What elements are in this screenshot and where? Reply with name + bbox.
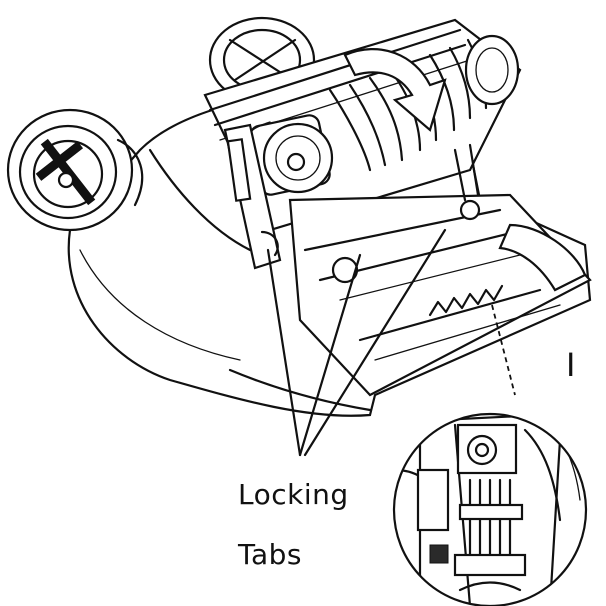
left-bracket: [223, 123, 282, 270]
locking-label: Locking: [238, 478, 349, 511]
motor-pulley: [239, 114, 334, 196]
base-plate: [288, 143, 592, 397]
detail-magnifier: [392, 412, 588, 606]
tabs-label: Tabs: [238, 538, 302, 571]
detail-callout-label: I: [566, 346, 576, 384]
rotation-arrow-icon: [343, 48, 447, 132]
left-wheel: [6, 108, 144, 232]
detail-leader-line: [491, 304, 516, 396]
belt-teeth: [428, 284, 504, 317]
locking-tab-leader-lines: [266, 228, 447, 457]
